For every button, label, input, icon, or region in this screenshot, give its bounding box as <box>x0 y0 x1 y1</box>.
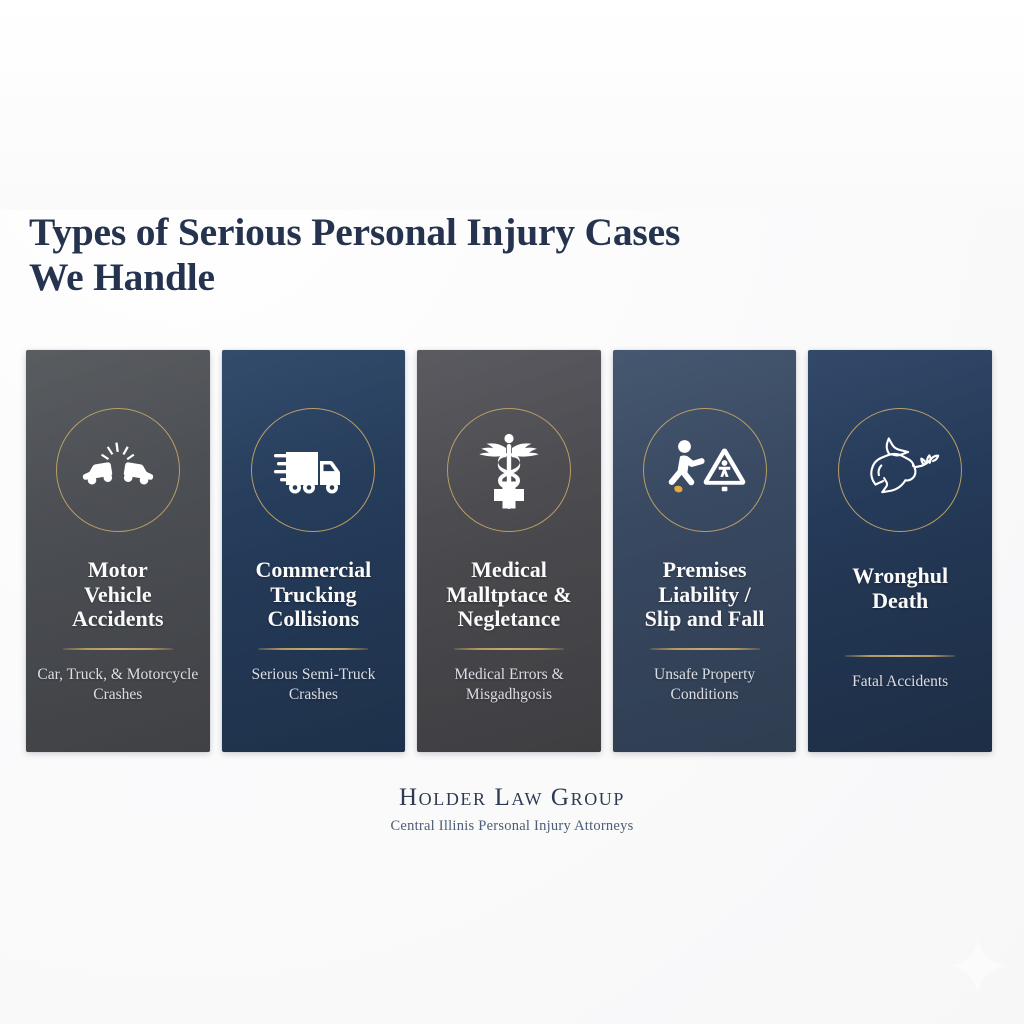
card-title: Motor Vehicle Accidents <box>71 557 164 632</box>
page-title: Types of Serious Personal Injury Cases W… <box>29 210 789 300</box>
practice-area-card-wrongful-death[interactable]: Wronghul Death Fatal Accidents <box>808 350 992 752</box>
card-subtitle: Fatal Accidents <box>852 673 949 691</box>
icon-medallion <box>55 408 180 532</box>
card-subtitle: Car, Truck, & Motorcycle Crashes <box>37 665 199 703</box>
semi-truck-icon <box>274 452 341 494</box>
card-subtitle: Unsafe Property Conditions <box>654 665 756 703</box>
firm-tagline: Central Illinis Personal Injury Attorney… <box>390 818 634 834</box>
brand-footer: Holder Law Group Central Illinis Persona… <box>0 784 1024 835</box>
practice-area-card-row: Motor Vehicle Accidents Car, Truck, & Mo… <box>26 350 992 752</box>
card-title: Premises Liability / Slip and Fall <box>644 557 765 632</box>
practice-area-card-premises[interactable]: Premises Liability / Slip and Fall Unsaf… <box>612 350 797 752</box>
practice-area-card-motor-vehicle[interactable]: Motor Vehicle Accidents Car, Truck, & Mo… <box>26 350 210 752</box>
dove-olive-branch-icon <box>870 437 940 494</box>
icon-medallion <box>838 408 963 532</box>
caduceus-medical-icon <box>479 433 539 509</box>
gold-divider <box>845 655 956 658</box>
car-collision-icon <box>82 442 153 485</box>
sparkle-watermark-icon <box>949 937 1007 995</box>
page-title-line-1: Types of Serious Personal Injury Cases <box>29 210 681 254</box>
firm-name: Holder Law Group <box>398 784 626 811</box>
icon-medallion <box>642 408 767 532</box>
card-title: Commercial Trucking Collisions <box>255 557 372 632</box>
card-subtitle: Serious Semi-Truck Crashes <box>251 665 376 703</box>
slip-hazard-mark <box>673 485 683 493</box>
card-subtitle: Medical Errors & Misgadhgosis <box>454 665 564 703</box>
page-title-line-2: We Handle <box>29 255 215 299</box>
gold-divider <box>649 647 760 650</box>
gold-divider <box>453 647 564 650</box>
slipping-person-glyph <box>668 440 705 486</box>
gold-divider <box>258 647 369 650</box>
icon-medallion <box>446 408 571 532</box>
card-title: Medical Malltptace & Negletance <box>446 557 572 632</box>
warning-triangle-glyph <box>703 448 745 492</box>
slip-and-fall-warning-icon <box>668 440 745 493</box>
gold-divider <box>62 647 173 650</box>
dove-eye <box>912 464 915 467</box>
practice-area-card-medical[interactable]: Medical Malltptace & Negletance Medical … <box>417 350 601 752</box>
icon-medallion <box>251 408 376 532</box>
practice-area-card-trucking[interactable]: Commercial Trucking Collisions Serious S… <box>221 350 406 752</box>
card-title: Wronghul Death <box>852 563 949 613</box>
